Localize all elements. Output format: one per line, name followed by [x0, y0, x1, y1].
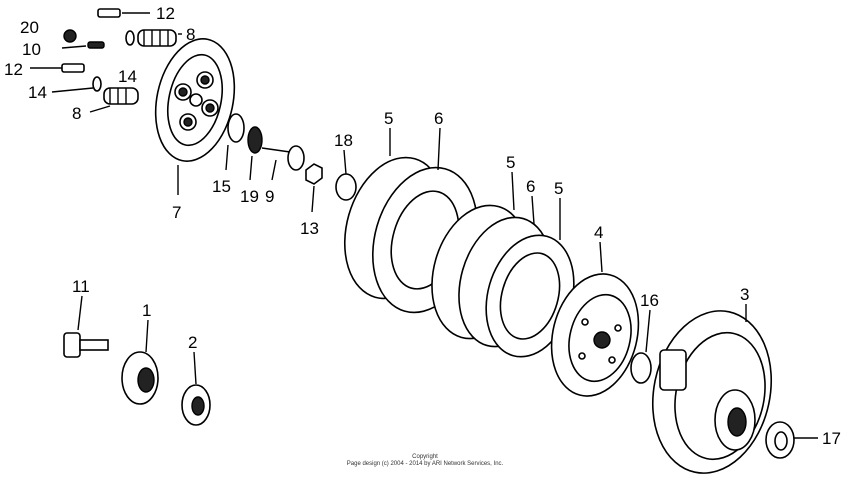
callout-8a: 8 [186, 25, 195, 44]
callout-12b: 12 [4, 60, 23, 79]
callout-12a: 12 [156, 4, 175, 23]
leader-lines [30, 12, 818, 439]
spring-bolt-set [61, 8, 177, 105]
callout-17: 17 [822, 429, 841, 448]
primary-drive-gear-1 [121, 351, 159, 405]
callout-5b: 5 [506, 153, 515, 172]
callout-9: 9 [265, 187, 274, 206]
callout-4: 4 [594, 223, 603, 242]
callout-13: 13 [300, 219, 319, 238]
callout-5c: 5 [554, 179, 563, 198]
callout-7: 7 [172, 203, 181, 222]
callout-labels: 20 12 8 10 14 12 14 8 7 15 19 9 13 18 5 … [4, 4, 841, 448]
lifter-parts [227, 113, 357, 201]
callout-6a: 6 [434, 109, 443, 128]
callout-8b: 8 [72, 104, 81, 123]
callout-2: 2 [188, 333, 197, 352]
washer-2 [181, 384, 211, 426]
callout-19: 19 [240, 187, 259, 206]
lock-washer-16 [630, 352, 652, 384]
callout-11: 11 [72, 277, 90, 296]
callout-20: 20 [20, 18, 39, 37]
callout-15: 15 [212, 177, 231, 196]
pressure-plate [154, 38, 236, 162]
callout-18: 18 [334, 131, 353, 150]
clutch-outer [651, 310, 773, 474]
callout-5a: 5 [384, 109, 393, 128]
callout-3: 3 [740, 285, 749, 304]
callout-14a: 14 [118, 67, 137, 86]
clutch-disc-stack [343, 156, 575, 358]
callout-14b: 14 [28, 83, 47, 102]
flange-bolt-11 [63, 332, 109, 358]
copyright-line-2: Page design (c) 2004 - 2014 by ARI Netwo… [346, 461, 504, 467]
callout-6b: 6 [526, 177, 535, 196]
copyright-line-1: Copyright [412, 454, 438, 460]
callout-1: 1 [142, 301, 151, 320]
callout-16: 16 [640, 291, 659, 310]
callout-10: 10 [22, 40, 41, 59]
clutch-center [550, 273, 640, 397]
